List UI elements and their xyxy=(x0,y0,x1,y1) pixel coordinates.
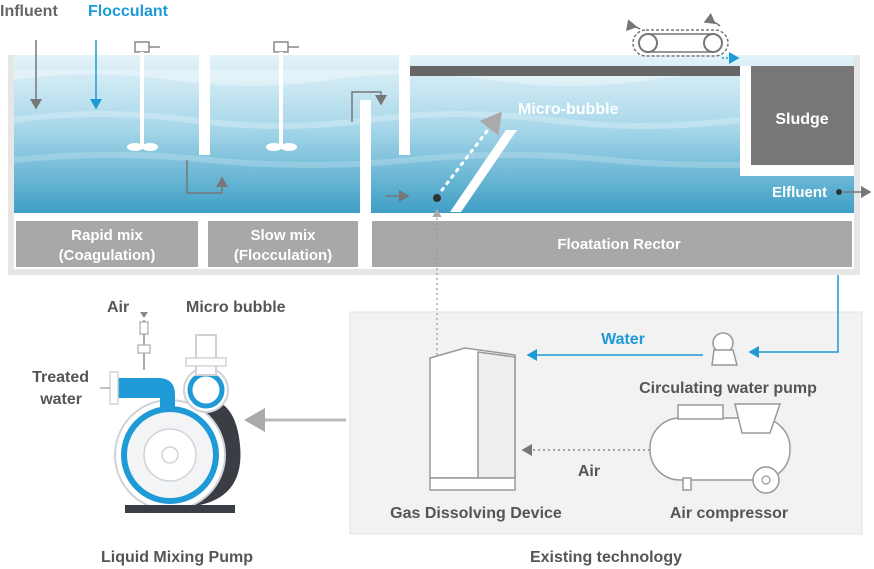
inclined-plate xyxy=(450,130,517,212)
partition-3 xyxy=(399,55,410,155)
sludge-label: Sludge xyxy=(775,111,828,128)
effluent-dot xyxy=(836,189,842,195)
flow-arrow-1 xyxy=(186,160,228,194)
agitator-2 xyxy=(266,41,299,151)
treated-water-label-1: Treated xyxy=(32,369,89,386)
micro-bubble-label: Micro-bubble xyxy=(518,101,619,118)
tank-water xyxy=(14,55,854,213)
flotation-box xyxy=(372,221,852,267)
liquid-mixing-pump-icon xyxy=(109,312,241,513)
nozzle-dot xyxy=(433,194,441,202)
rapid-mix-box xyxy=(16,221,198,267)
flow-arrow-2 xyxy=(351,91,387,122)
agitator-1 xyxy=(127,41,160,151)
existing-tech-caption: Existing technology xyxy=(530,549,682,566)
return-water-line xyxy=(748,275,839,358)
rapid-mix-sub-label: (Coagulation) xyxy=(59,247,156,264)
air-compressor-label: Air compressor xyxy=(670,505,788,522)
air-label: Air xyxy=(578,463,600,480)
sludge-box xyxy=(751,66,854,165)
air-compressor-icon xyxy=(649,403,791,494)
partition-2 xyxy=(360,100,371,215)
circ-pump-label: Circulating water pump xyxy=(639,380,817,397)
treated-water-label-2: water xyxy=(39,391,82,408)
flotation-label: Floatation Rector xyxy=(557,236,681,253)
water-label: Water xyxy=(601,331,645,348)
gas-dissolving-device-icon xyxy=(429,347,516,491)
slow-mix-box xyxy=(208,221,358,267)
effluent-label: Elfluent xyxy=(772,184,827,201)
flocculant-label: Flocculant xyxy=(88,3,169,20)
rapid-mix-label: Rapid mix xyxy=(71,227,143,244)
circulating-pump-icon xyxy=(711,332,738,366)
slow-mix-sub-label: (Flocculation) xyxy=(234,247,332,264)
influent-label: Influent xyxy=(0,3,58,20)
micro-bubble-arrow xyxy=(440,111,502,192)
skimmer-cover xyxy=(410,66,743,76)
partition-1 xyxy=(199,55,210,155)
gas-device-label: Gas Dissolving Device xyxy=(390,505,562,522)
pump-micro-bubble-label: Micro bubble xyxy=(186,299,286,316)
liquid-mixing-pump-caption: Liquid Mixing Pump xyxy=(101,549,253,566)
slow-mix-label: Slow mix xyxy=(250,227,316,244)
pump-air-label: Air xyxy=(107,299,129,316)
skimmer-conveyor xyxy=(626,12,740,64)
